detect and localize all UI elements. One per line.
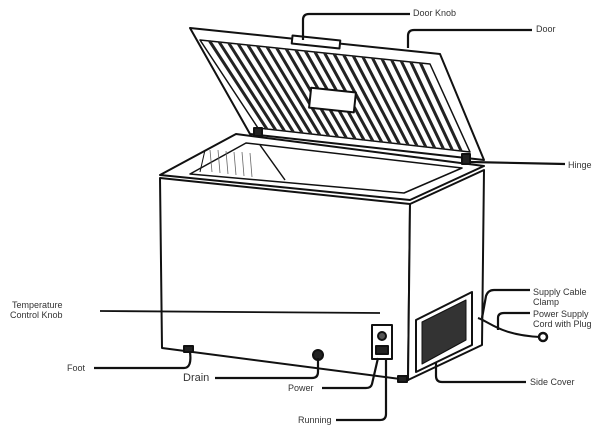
lid-rib [371, 57, 419, 147]
power-cord [477, 317, 541, 338]
label-hinge: Hinge [568, 160, 592, 170]
lid-rib [246, 44, 304, 134]
lid-rib [275, 47, 330, 137]
lid-rib [380, 58, 428, 148]
lid-rib [217, 41, 277, 131]
lid-rib [227, 42, 286, 132]
label-line: Clamp [533, 297, 560, 307]
label-line: Control Knob [10, 310, 63, 320]
lid-rib [390, 59, 437, 149]
lid-rib [361, 56, 410, 146]
label-drain: Drain [183, 372, 210, 384]
label-line: Power Supply [533, 309, 589, 319]
lid-rib [352, 55, 401, 145]
lid-rib [237, 43, 295, 133]
lid-rib [342, 54, 392, 144]
label-line: Cord with Plug [533, 319, 592, 329]
lid-rib [265, 46, 322, 136]
label-side-cover: Side Cover [530, 377, 575, 387]
label-power: Power [288, 383, 314, 393]
hinge [461, 153, 471, 165]
label-line: Supply Cable [533, 287, 587, 297]
plug [537, 331, 549, 343]
lid-rib [208, 40, 269, 130]
lid-rib [409, 61, 454, 151]
label-door-knob: Door Knob [413, 8, 457, 18]
leader-lines [94, 12, 566, 422]
lid-rib [256, 45, 313, 135]
label-foot: Foot [67, 363, 86, 373]
lid-rib [419, 62, 463, 152]
label-line: Temperature [12, 300, 63, 310]
lid-rib [332, 53, 383, 143]
label-door: Door [536, 24, 556, 34]
temperature-control-knob [377, 331, 387, 341]
foot [183, 345, 194, 353]
freezer-rim [159, 133, 485, 201]
lid-rib [399, 60, 445, 150]
lid-handle-recess [308, 86, 357, 114]
label-running: Running [298, 415, 332, 425]
